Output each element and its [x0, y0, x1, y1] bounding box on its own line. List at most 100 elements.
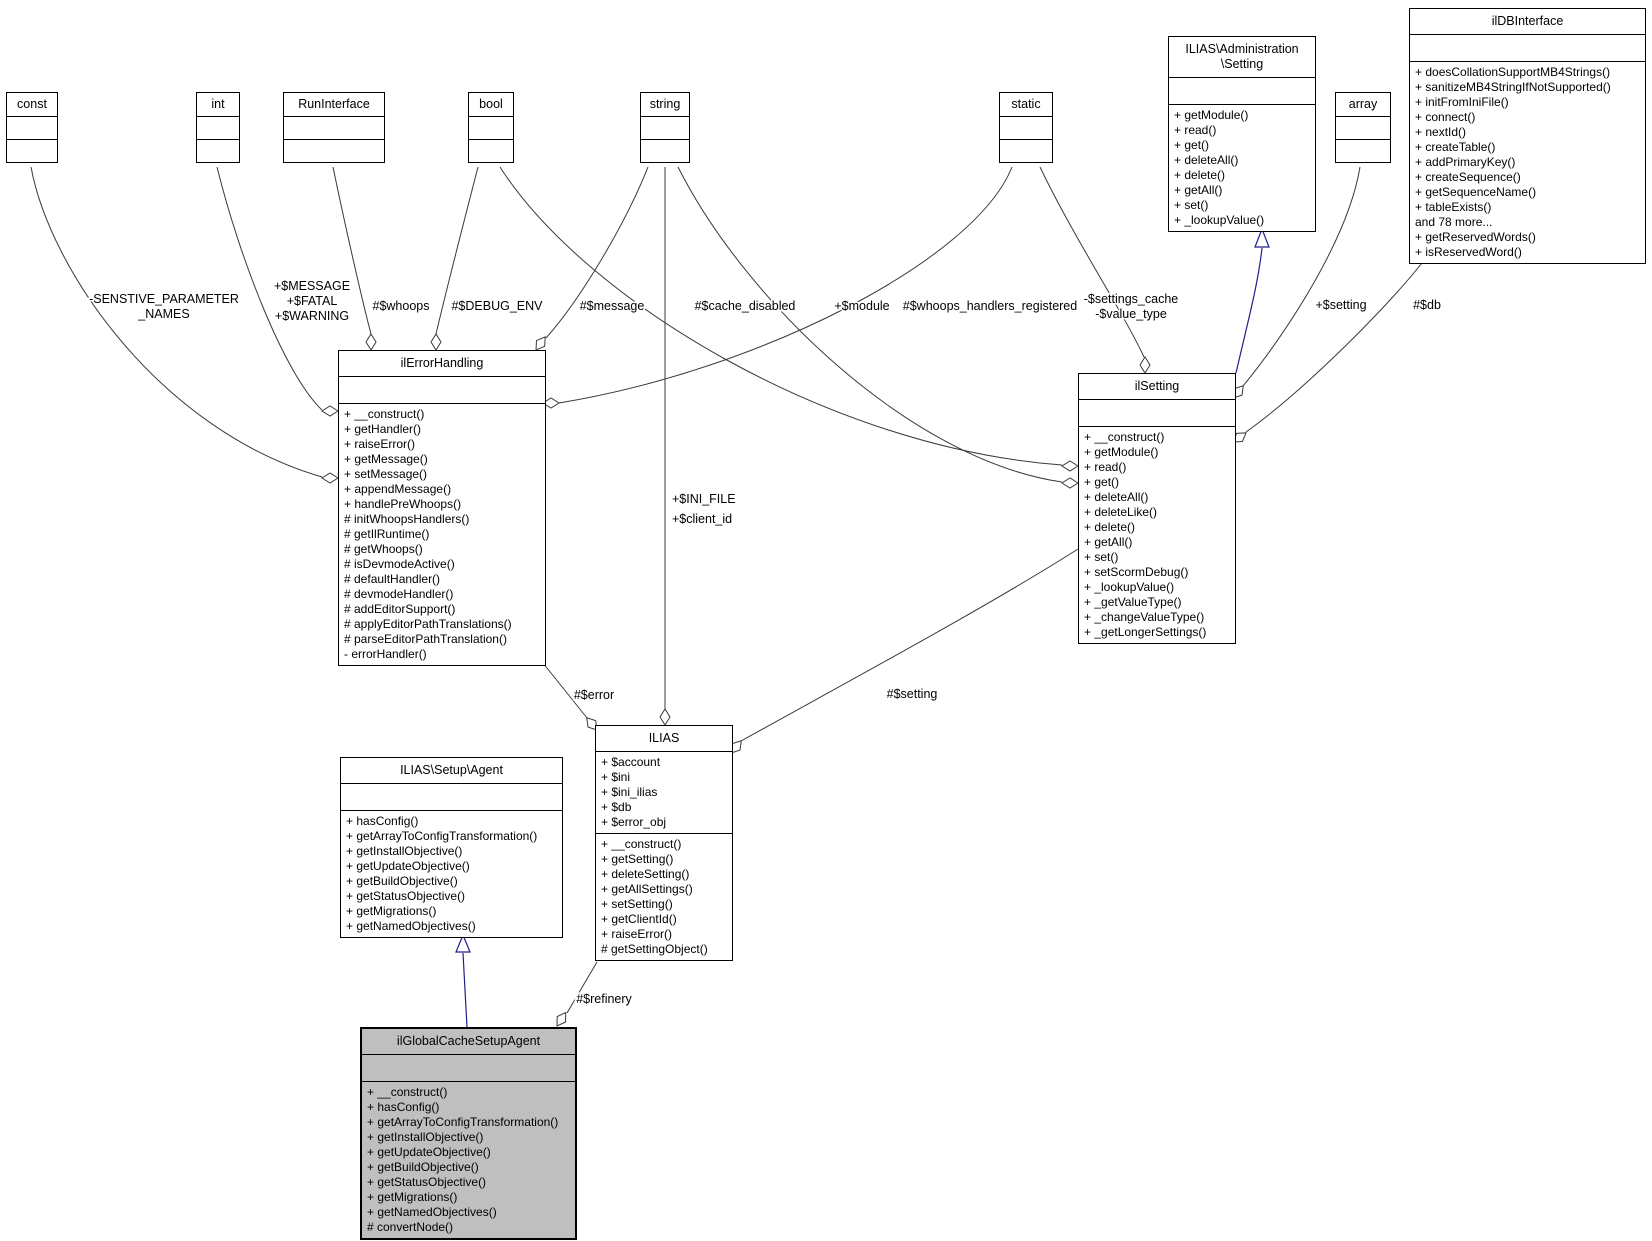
class-member: + deleteSetting()	[601, 867, 690, 881]
class-member: + get()	[1174, 138, 1210, 152]
methods-compartment	[1336, 140, 1390, 162]
aggregation-diamond	[365, 333, 377, 351]
class-title: bool	[469, 93, 513, 117]
aggregation-diamond	[321, 405, 339, 417]
edge-ilerrorhandling-to-ilias	[542, 662, 588, 719]
methods-compartment	[641, 140, 689, 162]
class-member: + getInstallObjective()	[367, 1130, 484, 1144]
class-title: array	[1336, 93, 1390, 117]
class-member: + getNamedObjectives()	[367, 1205, 497, 1219]
class-member: + _getLongerSettings()	[1084, 625, 1207, 639]
edge-label: #$whoops_handlers_registered	[903, 299, 1077, 313]
edge-label: #$error	[574, 688, 614, 702]
class-title: ILIAS\Administration \Setting	[1169, 37, 1315, 78]
edge-label: -$settings_cache	[1084, 292, 1179, 306]
aggregation-diamond	[1061, 477, 1079, 489]
edge-string-to-ilsetting	[677, 166, 1063, 483]
edge-label: #$message	[580, 299, 645, 313]
methods-compartment: + doesCollationSupportMB4Strings()+ sani…	[1410, 62, 1645, 263]
edge-label: _NAMES	[137, 307, 189, 321]
class-member: + setSetting()	[601, 897, 673, 911]
methods-compartment: + __construct()+ getHandler()+ raiseErro…	[339, 404, 545, 665]
class-member: # getIlRuntime()	[344, 527, 430, 541]
class-member: + getBuildObjective()	[367, 1160, 479, 1174]
class-member: + getBuildObjective()	[346, 874, 458, 888]
class-member: + _getValueType()	[1084, 595, 1182, 609]
attributes-compartment	[197, 117, 239, 140]
class-member: + appendMessage()	[344, 482, 452, 496]
class-member: + getMigrations()	[346, 904, 437, 918]
edge-label: #$db	[1413, 298, 1441, 312]
class-box-runinterface[interactable]: RunInterface	[283, 92, 385, 163]
class-member: + $ini_ilias	[601, 785, 658, 799]
class-box-ilerrorhandling[interactable]: ilErrorHandling + __construct()+ getHand…	[338, 350, 546, 666]
class-member: # addEditorSupport()	[344, 602, 456, 616]
attributes-compartment: + $account+ $ini+ $ini_ilias+ $db+ $erro…	[596, 752, 732, 834]
edge-static-to-ilsetting	[1039, 166, 1145, 358]
class-member: + getAllSettings()	[601, 882, 693, 896]
class-member: + getStatusObjective()	[346, 889, 466, 903]
aggregation-diamond	[430, 333, 442, 351]
class-member: + getSetting()	[601, 852, 674, 866]
class-box-ilsetting[interactable]: ilSetting + __construct()+ getModule()+ …	[1078, 373, 1236, 644]
class-member: + createTable()	[1415, 140, 1496, 154]
class-member: # devmodeHandler()	[344, 587, 454, 601]
attributes-compartment	[284, 117, 384, 140]
edge-label: +$FATAL	[287, 294, 338, 308]
class-member: + getClientId()	[601, 912, 677, 926]
class-box-array: array	[1335, 92, 1391, 163]
edge-label: +$MESSAGE	[274, 279, 350, 293]
class-member: + getReservedWords()	[1415, 230, 1536, 244]
class-member: + getModule()	[1174, 108, 1249, 122]
class-member: + hasConfig()	[346, 814, 419, 828]
class-member: + getUpdateObjective()	[346, 859, 470, 873]
class-box-ilias[interactable]: ILIAS + $account+ $ini+ $ini_ilias+ $db+…	[595, 725, 733, 961]
class-member: + set()	[1174, 198, 1209, 212]
class-member: + setScormDebug()	[1084, 565, 1189, 579]
class-box-ilglobalcachesetupagent[interactable]: ilGlobalCacheSetupAgent + __construct()+…	[360, 1027, 577, 1240]
aggregation-diamond	[659, 708, 671, 726]
class-member: + isReservedWord()	[1415, 245, 1522, 259]
class-member: + getMigrations()	[367, 1190, 458, 1204]
class-box-ilias-administration-setting[interactable]: ILIAS\Administration \Setting + getModul…	[1168, 36, 1316, 232]
class-member: # applyEditorPathTranslations()	[344, 617, 512, 631]
class-member: + handlePreWhoops()	[344, 497, 462, 511]
edge-runinterface-to-ilerrorhandling	[332, 166, 372, 335]
attributes-compartment	[1079, 400, 1235, 427]
class-box-ildbinterface[interactable]: ilDBInterface + doesCollationSupportMB4S…	[1409, 8, 1646, 264]
class-member: + _lookupValue()	[1084, 580, 1175, 594]
edge-static-to-ilerrorhandling	[558, 166, 1013, 404]
inheritance-edge-agent-to-setupagent	[462, 952, 468, 1028]
class-member: + setMessage()	[344, 467, 428, 481]
aggregation-diamond	[556, 1011, 567, 1027]
methods-compartment: + hasConfig()+ getArrayToConfigTransform…	[341, 811, 562, 937]
class-member: - errorHandler()	[344, 647, 427, 661]
class-member: + set()	[1084, 550, 1119, 564]
aggregation-diamond	[321, 472, 339, 484]
aggregation-diamond	[1061, 460, 1079, 472]
class-member: + connect()	[1415, 110, 1476, 124]
class-box-int: int	[196, 92, 240, 163]
class-member: + delete()	[1174, 168, 1226, 182]
class-member: + _lookupValue()	[1174, 213, 1265, 227]
class-member: + getSequenceName()	[1415, 185, 1537, 199]
edge-label: -SENSTIVE_PARAMETER	[89, 292, 239, 306]
class-box-ilias-setup-agent[interactable]: ILIAS\Setup\Agent + hasConfig()+ getArra…	[340, 757, 563, 938]
class-member: + createSequence()	[1415, 170, 1521, 184]
class-box-const: const	[6, 92, 58, 163]
methods-compartment: + getModule()+ read()+ get()+ deleteAll(…	[1169, 105, 1315, 231]
class-member: # isDevmodeActive()	[344, 557, 455, 571]
class-title: int	[197, 93, 239, 117]
inheritance-arrow	[455, 933, 471, 953]
class-member: + __construct()	[367, 1085, 448, 1099]
class-member: + getNamedObjectives()	[346, 919, 476, 933]
edge-ildbinterface-to-ilsetting	[1245, 254, 1429, 433]
class-member: # parseEditorPathTranslation()	[344, 632, 507, 646]
class-title: const	[7, 93, 57, 117]
edge-label: +$WARNING	[275, 309, 349, 323]
edge-label: +$INI_FILE	[672, 492, 736, 506]
class-member: + getStatusObjective()	[367, 1175, 487, 1189]
class-member: + $ini	[601, 770, 631, 784]
class-member: + getAll()	[1174, 183, 1223, 197]
